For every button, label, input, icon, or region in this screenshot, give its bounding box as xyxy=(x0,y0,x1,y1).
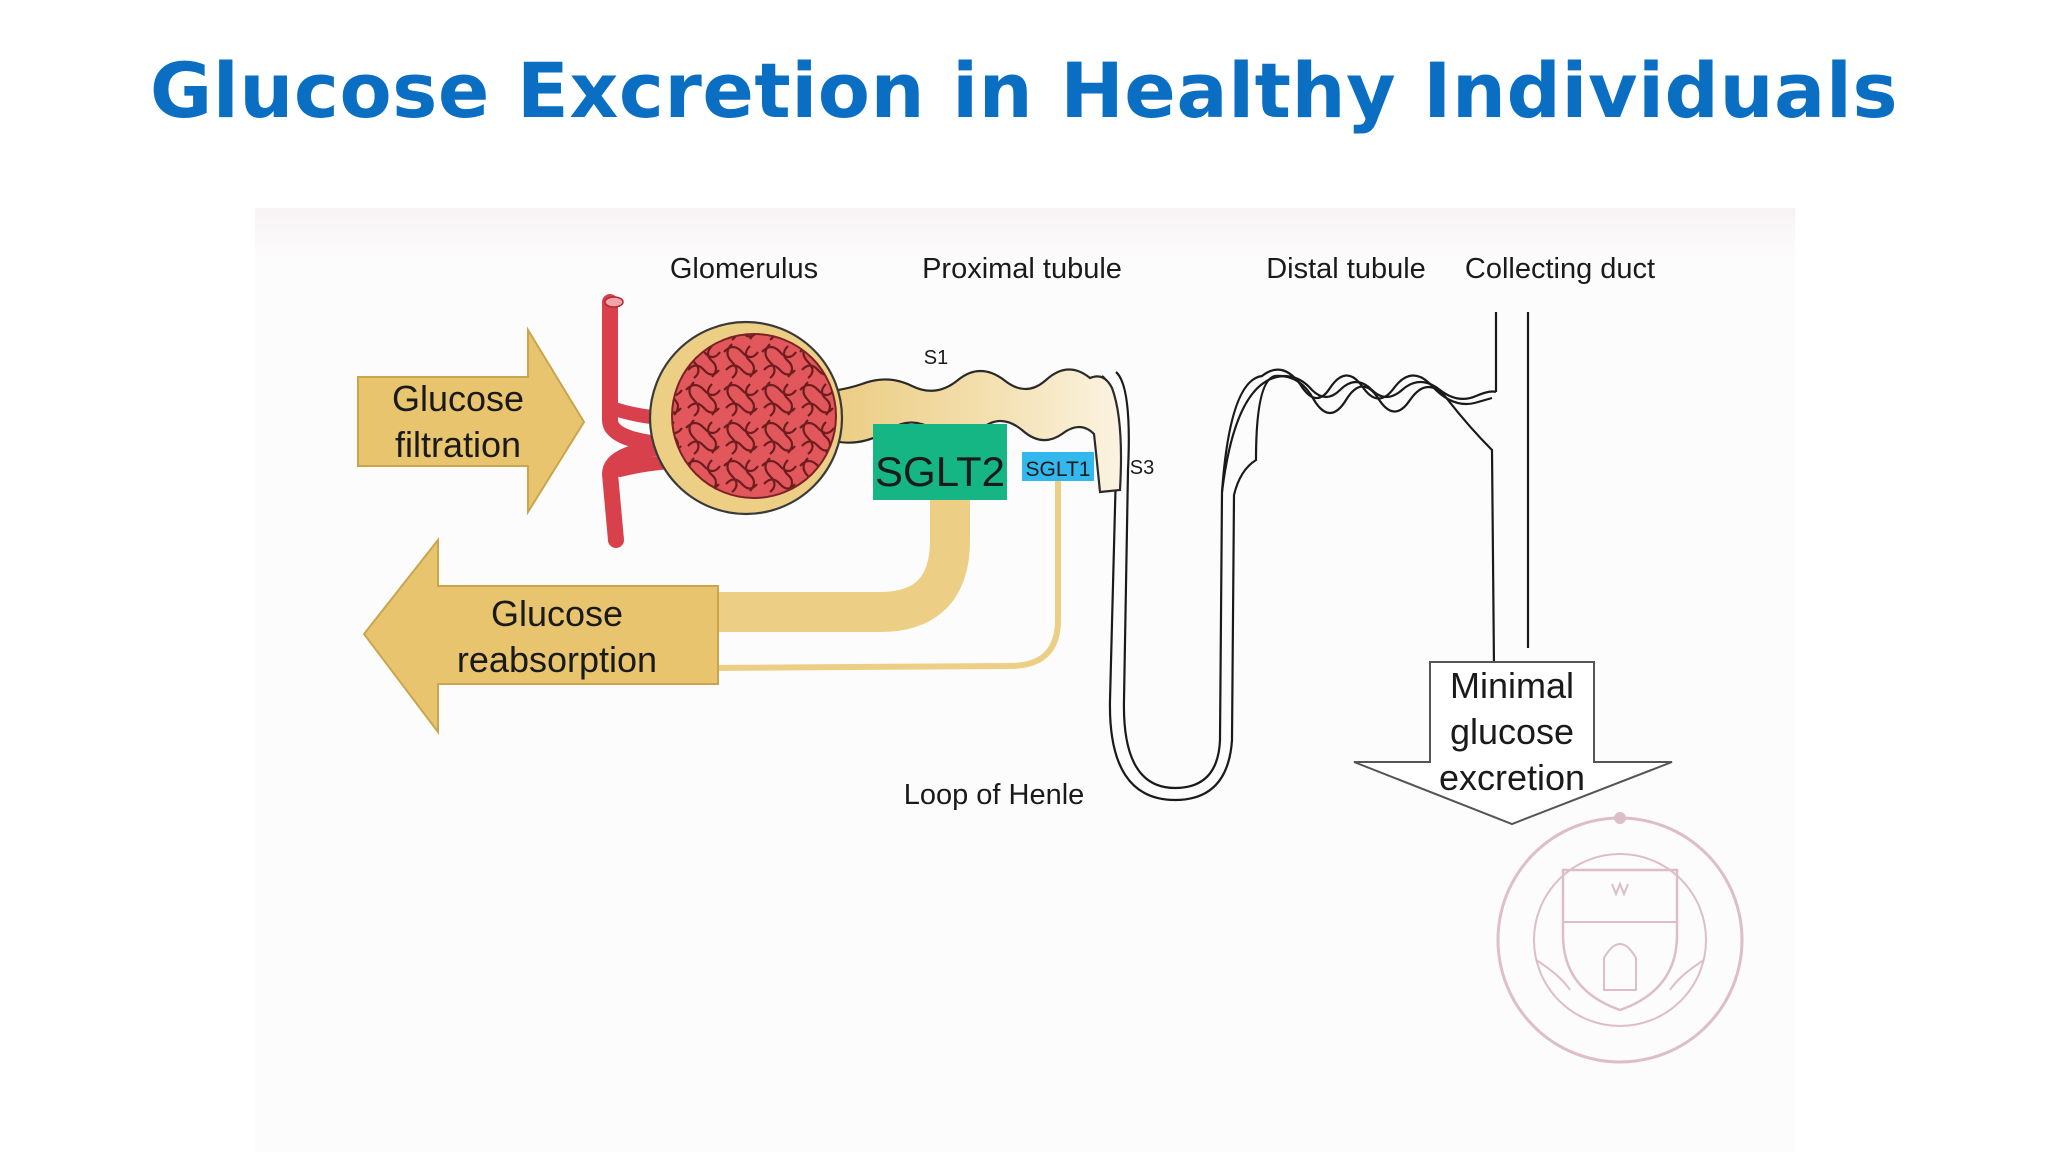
excretion-label-line1: Minimal xyxy=(1450,665,1574,706)
glomerulus-label: Glomerulus xyxy=(670,253,818,285)
distal-tubule-label: Distal tubule xyxy=(1266,253,1426,285)
nephron-tubule-inner-outline xyxy=(1115,368,1493,790)
excretion-label-line3: excretion xyxy=(1439,757,1585,798)
proximal-tubule-label: Proximal tubule xyxy=(922,253,1122,285)
sglt2-transporter: SGLT2 xyxy=(873,424,1007,500)
glomerulus xyxy=(648,320,844,516)
distal-tubule-upper-wall xyxy=(1220,374,1497,493)
sglt2-reabsorption-stream xyxy=(710,498,970,632)
s3-label: S3 xyxy=(1130,457,1154,479)
loop-of-henle-label: Loop of Henle xyxy=(904,779,1085,811)
glucose-reabsorption-arrow: Glucose reabsorption xyxy=(362,537,719,735)
reabsorption-label-line2: reabsorption xyxy=(457,639,657,680)
sglt1-label: SGLT1 xyxy=(1026,458,1091,481)
sglt2-label: SGLT2 xyxy=(875,448,1005,495)
blood-vessel-opening xyxy=(604,296,624,308)
sglt1-reabsorption-stream xyxy=(711,480,1061,671)
college-seal-watermark xyxy=(1496,812,1744,1064)
filtration-label-line1: Glucose xyxy=(392,378,524,419)
nephron-tubule-outline xyxy=(1101,374,1496,802)
sglt1-transporter: SGLT1 xyxy=(1022,452,1094,481)
reabsorption-label-line1: Glucose xyxy=(491,593,623,634)
glucose-filtration-arrow: Glucose filtration xyxy=(357,326,586,516)
s1-label: S1 xyxy=(924,347,948,369)
collecting-duct-label: Collecting duct xyxy=(1465,253,1655,285)
diagram-top-band xyxy=(255,208,1795,260)
minimal-excretion-arrow: Minimal glucose excretion xyxy=(1353,661,1673,826)
excretion-label-line2: glucose xyxy=(1450,711,1574,752)
slide-title: Glucose Excretion in Healthy Individuals xyxy=(149,46,1899,135)
filtration-label-line2: filtration xyxy=(395,424,521,465)
